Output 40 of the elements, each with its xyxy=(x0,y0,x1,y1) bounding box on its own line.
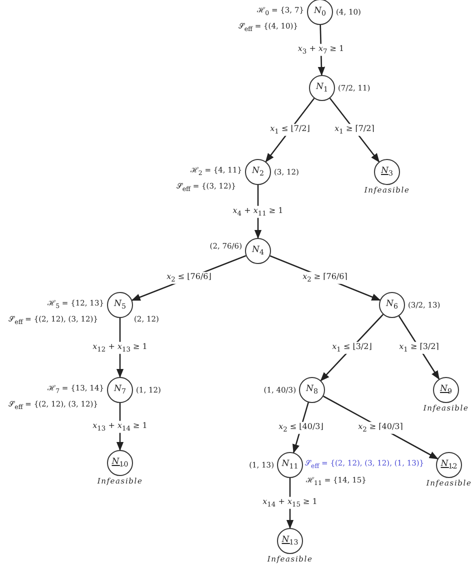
node-circle xyxy=(107,450,133,476)
edge-label: x$_{1}$ ≤ ⌊3/2⌋ xyxy=(330,341,374,354)
node-circle xyxy=(277,528,303,554)
edge-label: x$_{1}$ ≥ ⌈3/2⌉ xyxy=(397,341,441,354)
node-circle xyxy=(299,377,325,403)
node-label: N$_{5}$ xyxy=(114,299,126,311)
node-label: N$_{10}$ xyxy=(112,457,128,469)
node-label: N$_{12}$ xyxy=(440,459,458,471)
node-label: N$_{7}$ xyxy=(114,384,126,396)
node-label: N$_{4}$ xyxy=(252,245,264,257)
edge-label: x$_{2}$ ≥ ⌈40/3⌉ xyxy=(356,421,405,434)
edge-label: x$_{14}$ + x$_{15}$ ≥ 1 xyxy=(260,496,320,510)
edge-label: x$_{1}$ ≤ ⌊7/2⌋ xyxy=(268,124,312,136)
node-circle xyxy=(107,292,133,318)
node-label: N$_{3}$ xyxy=(381,166,393,178)
node-label: N$_{2}$ xyxy=(252,166,264,178)
node-circle xyxy=(277,452,303,478)
node-circle xyxy=(433,377,459,403)
node-label: N$_{1}$ xyxy=(316,82,328,94)
node-circle xyxy=(436,452,462,478)
edge-label: x$_{13}$ + x$_{14}$ ≥ 1 xyxy=(90,420,150,433)
node-circle xyxy=(245,159,271,185)
node-label: N$_{13}$ xyxy=(282,535,298,547)
edge-label: x$_{2}$ ≥ ⌈76/6⌉ xyxy=(300,272,350,284)
node-circle xyxy=(307,0,333,25)
node-label: N$_{8}$ xyxy=(306,384,318,396)
node-label: N$_{0}$ xyxy=(314,6,326,18)
edge-label: x$_{12}$ + x$_{13}$ ≥ 1 xyxy=(90,341,150,354)
node-label: N$_{9}$ xyxy=(440,384,452,396)
node-label: N$_{11}$ xyxy=(282,459,298,471)
node-label: N$_{6}$ xyxy=(386,299,398,311)
node-circle xyxy=(107,377,133,403)
node-circle xyxy=(379,292,405,318)
edge-label: x$_{2}$ ≤ ⌊40/3⌋ xyxy=(276,421,326,434)
node-circle xyxy=(309,75,335,101)
edge-label: x$_{2}$ ≤ ⌊76/6⌋ xyxy=(164,272,214,284)
node-circle xyxy=(245,238,271,264)
edge-label: x$_{1}$ ≥ ⌈7/2⌉ xyxy=(332,124,376,136)
edge-label: x$_{4}$ + x$_{11}$ ≥ 1 xyxy=(230,205,286,218)
node-circle xyxy=(374,159,400,185)
